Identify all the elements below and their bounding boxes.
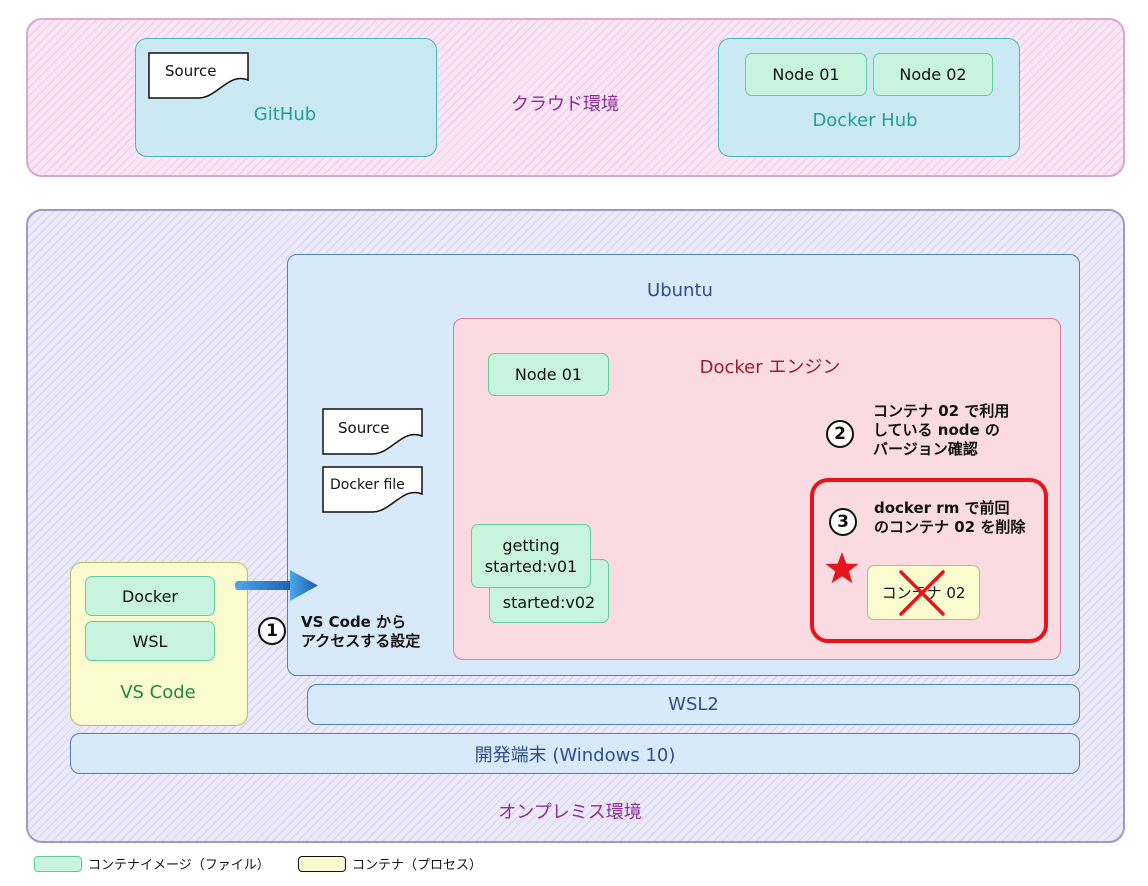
engine-image-node01: Node 01 [488, 353, 609, 396]
step3-line2: のコンテナ 02 を削除 [874, 518, 1026, 536]
legend-image-label: コンテナイメージ（ファイル） [88, 858, 270, 873]
step1-text: VS Code から アクセスする設定 [301, 613, 420, 651]
legend-container-swatch [298, 856, 346, 872]
github-label: GitHub [253, 104, 317, 125]
star-icon [825, 552, 859, 584]
step3-text: docker rm で前回 のコンテナ 02 を削除 [874, 499, 1025, 537]
step2-line1: コンテナ 02 で利用 [873, 402, 1010, 420]
dockerfile-document-label: Docker file [330, 477, 405, 493]
vscode-label: VS Code [120, 682, 196, 703]
step3-line1: docker rm で前回 [874, 499, 1010, 517]
legend-image-swatch [34, 856, 82, 872]
step1-line1: VS Code から [301, 613, 407, 631]
dockerhub-label: Docker Hub [812, 110, 918, 131]
engine-image-getting-started-line1: getting [502, 536, 560, 555]
step1-line2: アクセスする設定 [301, 632, 421, 650]
arrow-right-icon [235, 570, 318, 601]
ubuntu-label: Ubuntu [647, 280, 713, 301]
step3-highlight-frame [810, 478, 1048, 643]
vscode-extension-wsl: WSL [85, 621, 215, 661]
delete-cross-icon [899, 570, 945, 616]
wsl2-layer: WSL2 [307, 684, 1080, 725]
step3-number: 3 [829, 508, 857, 536]
github-source-document [148, 52, 249, 99]
dockerhub-image-node01: Node 01 [745, 53, 867, 96]
engine-image-started-v02-label: started:v02 [502, 593, 596, 612]
dockerhub-image-node02: Node 02 [873, 53, 993, 96]
ubuntu-source-document [322, 408, 423, 455]
wsl2-label: WSL2 [668, 694, 719, 715]
dev-machine-layer: 開発端末 (Windows 10) [70, 733, 1080, 774]
step2-text: コンテナ 02 で利用 している node の バージョン確認 [873, 402, 1009, 459]
step1-number: 1 [258, 617, 286, 645]
engine-image-getting-started-line2: started:v01 [484, 557, 578, 576]
engine-image-getting-started: getting started:v01 [471, 524, 591, 588]
docker-engine-label: Docker エンジン [699, 357, 841, 378]
github-source-document-label: Source [165, 62, 217, 80]
legend-container-label: コンテナ（プロセス） [352, 858, 483, 873]
step2-number: 2 [826, 420, 854, 448]
ubuntu-source-document-label: Source [338, 419, 390, 437]
vscode-extension-docker: Docker [85, 576, 215, 616]
onprem-environment-label: オンプレミス環境 [498, 802, 642, 823]
step2-line2: している node の [873, 421, 1000, 439]
cloud-environment-label: クラウド環境 [511, 94, 619, 115]
dev-machine-label: 開発端末 (Windows 10) [474, 744, 676, 766]
dockerfile-document [322, 466, 423, 513]
step2-line3: バージョン確認 [873, 440, 978, 458]
